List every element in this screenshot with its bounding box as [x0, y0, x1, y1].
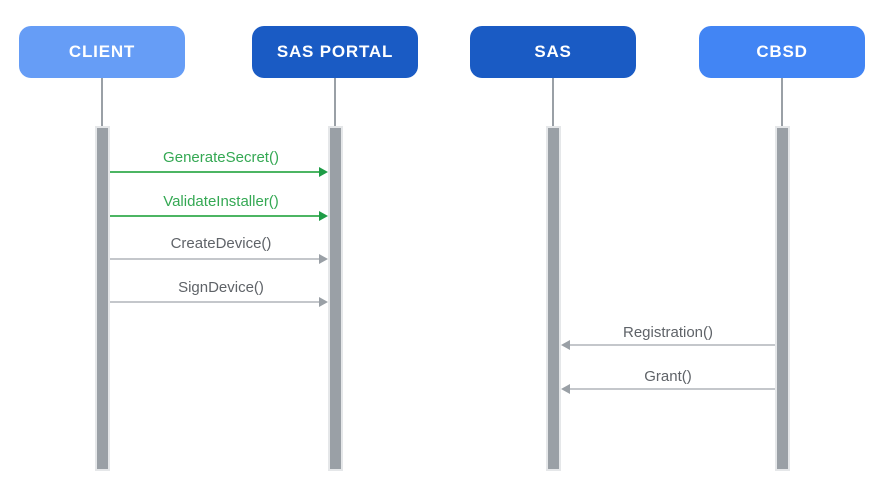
message-label-create-device: CreateDevice() — [170, 235, 272, 252]
message-arrow-registration — [570, 344, 775, 346]
message-arrow-grant — [570, 388, 775, 390]
message-arrow-create-device — [110, 258, 320, 260]
message-label-registration: Registration() — [622, 324, 714, 341]
participant-box-sas-portal: SAS PORTAL — [252, 26, 418, 78]
arrowhead-create-device — [319, 254, 328, 264]
message-label-grant: Grant() — [644, 368, 692, 385]
arrowhead-sign-device — [319, 297, 328, 307]
participant-box-sas: SAS — [470, 26, 636, 78]
activation-bar-sas-portal — [328, 126, 343, 471]
arrowhead-generate-secret — [319, 167, 328, 177]
activation-bar-client — [95, 126, 110, 471]
message-label-validate-installer: ValidateInstaller() — [163, 193, 279, 210]
lifeline-sas — [552, 78, 554, 127]
participant-box-client: CLIENT — [19, 26, 185, 78]
activation-bar-sas — [546, 126, 561, 471]
participant-box-cbsd: CBSD — [699, 26, 865, 78]
message-label-sign-device: SignDevice() — [178, 279, 264, 296]
arrowhead-grant — [561, 384, 570, 394]
message-label-generate-secret: GenerateSecret() — [163, 149, 279, 166]
message-arrow-validate-installer — [110, 215, 320, 217]
message-arrow-generate-secret — [110, 171, 320, 173]
participant-label-client: CLIENT — [68, 42, 136, 61]
arrowhead-validate-installer — [319, 211, 328, 221]
arrowhead-registration — [561, 340, 570, 350]
participant-label-cbsd: CBSD — [756, 42, 808, 61]
lifeline-cbsd — [781, 78, 783, 127]
activation-bar-cbsd — [775, 126, 790, 471]
participant-label-sas: SAS — [534, 42, 572, 61]
participant-label-sas-portal: SAS PORTAL — [276, 42, 394, 61]
lifeline-client — [101, 78, 103, 127]
message-arrow-sign-device — [110, 301, 320, 303]
lifeline-sas-portal — [334, 78, 336, 127]
